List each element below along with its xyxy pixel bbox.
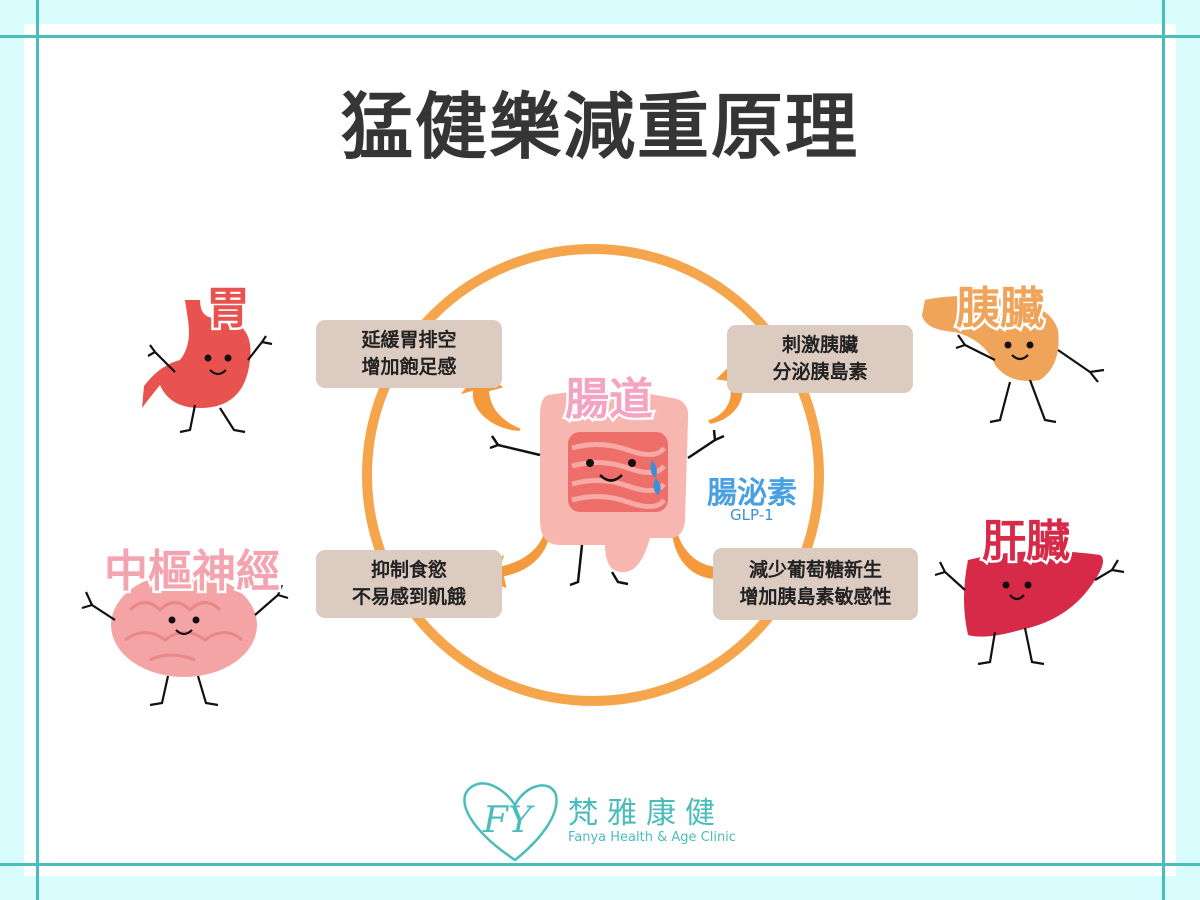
effect-line: 刺激胰臟: [781, 334, 858, 356]
hormone-en-label: GLP-1: [730, 506, 774, 524]
stomach-character-icon: [142, 300, 273, 434]
effect-box-brain: 抑制食慾 不易感到飢餓: [316, 550, 502, 618]
organ-label-intestine: 腸道: [563, 372, 656, 428]
effect-line: 分泌胰島素: [772, 361, 868, 383]
frame-line-right: [1162, 0, 1165, 900]
effect-line: 增加飽足感: [361, 356, 457, 378]
effect-line: 不易感到飢餓: [351, 586, 466, 608]
cycle-circle: [362, 244, 824, 706]
organ-label-stomach: 胃: [204, 281, 253, 337]
effect-box-liver: 減少葡萄糖新生 增加胰島素敏感性: [713, 548, 918, 620]
effect-box-stomach: 延緩胃排空 增加飽足感: [316, 320, 502, 388]
effect-line: 增加胰島素敏感性: [739, 586, 892, 608]
effect-box-pancreas: 刺激胰臟 分泌胰島素: [727, 325, 913, 393]
organ-label-brain: 中樞神經: [102, 544, 283, 600]
logo-mark: FY: [483, 800, 532, 841]
pancreas-character-icon: [922, 296, 1105, 424]
effect-line: 延緩胃排空: [361, 329, 457, 351]
frame-line-top: [0, 35, 1200, 38]
frame-line-bottom: [0, 863, 1200, 866]
page-title: 猛健樂減重原理: [340, 84, 859, 169]
hormone-label: 腸泌素: [705, 474, 800, 514]
logo-name-en: Fanya Health & Age Clinic: [568, 830, 736, 845]
logo-heart-icon: [463, 782, 558, 862]
intestine-character-icon: [489, 390, 725, 587]
effect-line: 抑制食慾: [370, 559, 447, 581]
effect-line: 減少葡萄糖新生: [748, 559, 882, 581]
organ-label-liver: 肝臟: [980, 514, 1073, 570]
logo-name-cn: 梵雅康健: [568, 796, 724, 831]
brain-character-icon: [81, 573, 289, 707]
liver-character-icon: [934, 551, 1125, 666]
frame-line-left: [36, 0, 39, 900]
organ-label-pancreas: 胰臟: [954, 281, 1047, 337]
